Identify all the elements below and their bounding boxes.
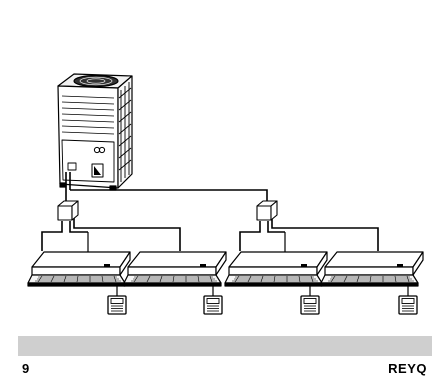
remote-controller-icon xyxy=(107,295,127,315)
model-code: REYQ xyxy=(388,361,427,376)
refrigerant-piping xyxy=(41,172,379,252)
branch-kit-icon xyxy=(57,200,79,221)
remote-controller-icon xyxy=(398,295,418,315)
cassette-indoor-unit-icon xyxy=(27,251,131,287)
remote-controller-icon xyxy=(203,295,223,315)
cassette-indoor-unit-icon xyxy=(123,251,227,287)
control-wiring xyxy=(116,286,409,296)
cassette-indoor-unit-icon xyxy=(320,251,424,287)
outdoor-unit-icon xyxy=(57,73,133,191)
footer-bar xyxy=(18,336,432,356)
branch-kit-icon xyxy=(256,200,278,221)
page-number: 9 xyxy=(22,361,30,376)
remote-controller-icon xyxy=(300,295,320,315)
cassette-indoor-unit-icon xyxy=(224,251,328,287)
